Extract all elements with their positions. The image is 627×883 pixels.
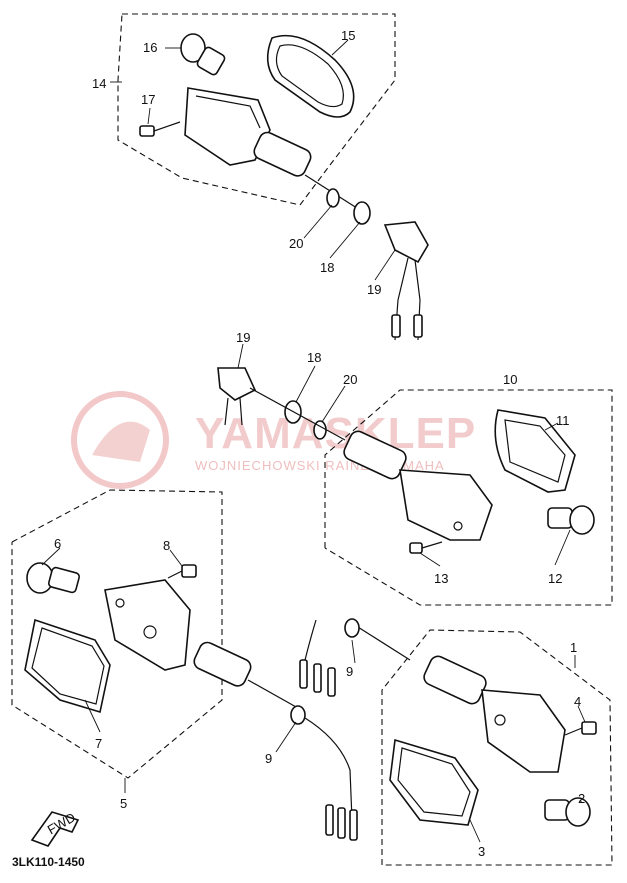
callout-18-mid: 18 <box>307 350 321 365</box>
callout-17: 17 <box>141 92 155 107</box>
lens-3 <box>389 738 479 826</box>
callout-4: 4 <box>574 694 581 709</box>
diagram-code: 3LK110-1450 <box>12 855 85 869</box>
housing-10 <box>343 430 493 541</box>
screw-4 <box>564 721 597 736</box>
callout-14: 14 <box>92 76 106 91</box>
assembly-1 <box>299 618 613 866</box>
assembly-14 <box>110 13 429 341</box>
housing-1 <box>423 655 566 773</box>
lens-11 <box>494 409 576 493</box>
callout-9-left: 9 <box>265 751 272 766</box>
callouts: 16 15 14 17 20 18 19 19 18 20 10 11 12 1… <box>54 28 585 859</box>
grommet-18-top <box>353 201 371 225</box>
bulb-6 <box>26 562 81 594</box>
bulb-2 <box>544 797 591 827</box>
housing-14 <box>184 87 361 211</box>
callout-19-top: 19 <box>367 282 381 297</box>
callout-20-mid: 20 <box>343 372 357 387</box>
callout-13: 13 <box>434 571 448 586</box>
callout-5: 5 <box>120 796 127 811</box>
wire-9-left <box>290 705 358 841</box>
callout-1: 1 <box>570 640 577 655</box>
callout-20-top: 20 <box>289 236 303 251</box>
screw-17 <box>139 121 181 137</box>
lens-15 <box>266 34 355 118</box>
callout-12: 12 <box>548 571 562 586</box>
callout-9-right: 9 <box>346 664 353 679</box>
wire-9-right <box>299 618 411 697</box>
callout-3: 3 <box>478 844 485 859</box>
bulb-16 <box>180 33 226 76</box>
callout-10: 10 <box>503 372 517 387</box>
callout-6: 6 <box>54 536 61 551</box>
callout-19-mid: 19 <box>236 330 250 345</box>
watermark-brand: YAMASKLEP <box>195 409 476 458</box>
lens-7 <box>24 618 111 714</box>
callout-2: 2 <box>578 791 585 806</box>
fwd-arrow-icon: FWD <box>30 810 80 847</box>
callout-11: 11 <box>556 413 570 428</box>
callout-15: 15 <box>341 28 355 43</box>
washer-20-top <box>326 188 340 208</box>
callout-16: 16 <box>143 40 157 55</box>
assembly-5 <box>11 489 358 841</box>
screw-8 <box>167 564 197 579</box>
bulb-12 <box>547 505 595 535</box>
socket-19-mid <box>217 367 257 426</box>
callout-8: 8 <box>163 538 170 553</box>
callout-18-top: 18 <box>320 260 334 275</box>
callout-7: 7 <box>95 736 102 751</box>
fwd-label: FWD <box>45 810 78 838</box>
socket-19-top <box>383 221 429 341</box>
screw-13 <box>409 541 443 554</box>
housing-5 <box>104 579 306 713</box>
assembly-10 <box>217 343 613 606</box>
